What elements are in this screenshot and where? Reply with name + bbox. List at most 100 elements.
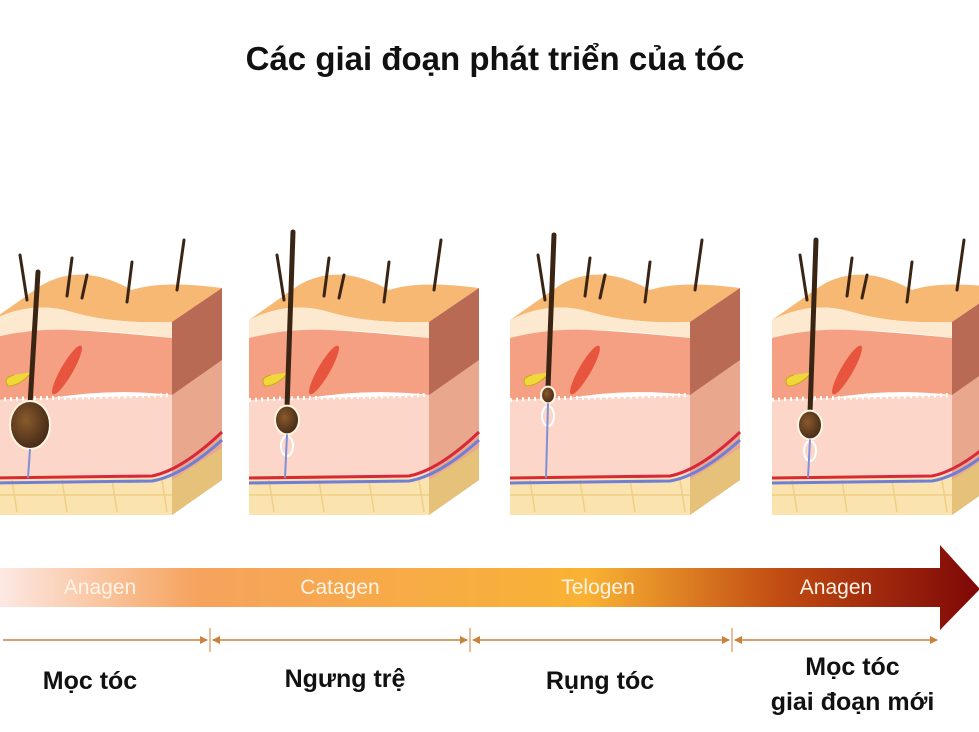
skin-surface xyxy=(0,274,222,323)
dotted-boundary xyxy=(248,393,430,402)
fat-side xyxy=(429,448,479,515)
dermis-side xyxy=(429,288,479,395)
hair-strand xyxy=(125,260,134,304)
dotted-boundary xyxy=(509,393,691,402)
fat-cell-border xyxy=(579,479,586,513)
dermis xyxy=(249,329,429,404)
papilla-vessel xyxy=(284,434,288,479)
fat-cell-border xyxy=(161,479,168,513)
epidermis xyxy=(510,307,690,338)
fat-side xyxy=(172,448,222,515)
skin-surface xyxy=(249,274,479,323)
skin-surface xyxy=(510,274,740,323)
fat-cell-border xyxy=(418,479,425,513)
hair-strand xyxy=(798,253,809,302)
sebaceous-gland xyxy=(785,371,813,387)
vein xyxy=(771,456,979,485)
dermis-side xyxy=(172,288,222,395)
hair-strand xyxy=(322,256,331,298)
dermis-side xyxy=(952,303,979,395)
hair-strand xyxy=(536,253,547,302)
hair-strand xyxy=(18,253,29,302)
skin-block-anagen xyxy=(0,238,224,515)
hair-strand xyxy=(65,256,74,298)
dermis xyxy=(510,329,690,404)
artery xyxy=(248,430,481,480)
hair-bulb xyxy=(9,400,51,450)
phase-label-anagen: Anagen xyxy=(64,576,136,599)
stage-text: giai đoạn mới xyxy=(770,688,935,716)
papilla-vessel xyxy=(27,448,31,479)
hair-strand xyxy=(905,260,914,304)
hair-strand xyxy=(598,273,607,300)
dotted-boundary xyxy=(0,393,173,402)
timeline-arrow xyxy=(0,545,979,630)
fat-cell-border xyxy=(61,479,68,513)
papilla-vessel xyxy=(807,439,811,479)
arrowhead-left xyxy=(472,636,480,644)
hypodermis xyxy=(772,395,952,475)
epidermis xyxy=(772,307,952,338)
epidermis xyxy=(249,307,429,338)
hypodermis xyxy=(510,395,690,475)
arrowhead-right xyxy=(722,636,730,644)
fat-side xyxy=(690,448,740,515)
hypodermis xyxy=(249,395,429,475)
artery xyxy=(509,430,742,480)
papilla-vessel xyxy=(545,403,549,479)
hair-shaft xyxy=(27,269,41,408)
arrector-muscle xyxy=(832,345,862,395)
fat-cell-border xyxy=(941,479,948,513)
vein xyxy=(509,438,742,485)
hair-strand xyxy=(80,273,89,300)
arrowhead-left xyxy=(734,636,742,644)
dermis-side xyxy=(690,288,740,395)
diagram-title: Các giai đoạn phát triển của tóc xyxy=(245,40,745,77)
hair-bulb xyxy=(797,409,823,441)
hair-strand xyxy=(693,238,704,292)
fat-cell-border xyxy=(368,479,375,513)
arrector-muscle xyxy=(570,345,600,395)
phase-label-anagen: Anagen xyxy=(800,576,872,599)
fat-side xyxy=(952,462,979,515)
arrowhead-right xyxy=(460,636,468,644)
stage-label-regression: Ngưng trệ xyxy=(245,662,445,697)
arrowhead-right xyxy=(200,636,208,644)
phase-label-telogen: Telogen xyxy=(561,576,635,599)
hair-strand xyxy=(955,238,966,292)
hair-strand xyxy=(382,260,391,304)
dermis xyxy=(772,329,952,404)
skin-block-catagen xyxy=(248,229,481,515)
fat-cell-border xyxy=(318,479,325,513)
arrector-muscle xyxy=(309,345,339,395)
stage-label-shedding: Rụng tóc xyxy=(500,664,700,699)
vein xyxy=(0,438,224,485)
hair-strand xyxy=(583,256,592,298)
artery xyxy=(0,430,224,480)
skin-block-telogen xyxy=(509,232,742,515)
skin-block-anagen xyxy=(771,237,979,515)
hair-strand xyxy=(337,273,346,300)
hair-shaft xyxy=(807,237,819,416)
hair-strand xyxy=(175,238,186,292)
phase-label-catagen: Catagen xyxy=(300,576,379,599)
stage-text: Mọc tóc xyxy=(805,653,900,681)
fat-cell-border xyxy=(679,479,686,513)
stage-text: Rụng tóc xyxy=(545,667,655,695)
dotted-boundary xyxy=(771,393,953,402)
hair-bulb xyxy=(274,404,300,436)
hair-shaft xyxy=(284,229,296,411)
vein xyxy=(248,438,481,485)
hair-strand xyxy=(275,253,286,302)
fat-cell-border xyxy=(841,479,848,513)
arrowhead-right xyxy=(930,636,938,644)
fat-cell-border xyxy=(891,479,898,513)
fat-cell-border xyxy=(111,479,118,513)
dermis xyxy=(0,329,172,404)
sebaceous-gland xyxy=(262,371,290,387)
hair-shaft xyxy=(545,232,557,391)
sebaceous-gland xyxy=(5,371,33,387)
fat-cell-border xyxy=(529,479,536,513)
stage-text: Ngưng trệ xyxy=(284,665,406,693)
